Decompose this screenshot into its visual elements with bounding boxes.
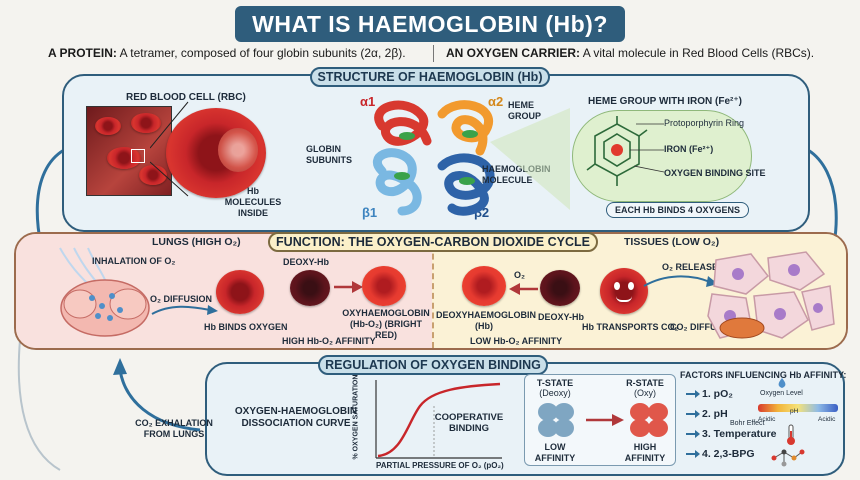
protoporphyrin-label: Protoporphyrin Ring <box>664 118 745 128</box>
heme-leader-lines <box>630 123 665 173</box>
t-state-label: T-STATE <box>536 378 574 388</box>
deoxy-hb-right-cell <box>540 270 580 306</box>
cooperative-label: COOPERATIVE BINDING <box>434 412 504 434</box>
tissues-title: TISSUES (LOW O₂) <box>624 236 720 248</box>
structure-header: STRUCTURE OF HAEMOGLOBIN (Hb) <box>310 67 550 87</box>
binds-4-badge: EACH Hb BINDS 4 OXYGENS <box>606 202 750 218</box>
co2-exhalation-label: CO₂ EXHALATION FROM LUNGS <box>135 418 213 439</box>
rbc-note: Hb MOLECULES INSIDE <box>224 186 282 218</box>
co2-diffusion-label: CO₂ DIFFUSION <box>670 322 739 332</box>
heme-group-label: HEME GROUP <box>508 100 542 121</box>
iron-label: IRON (Fe²⁺) <box>664 144 714 154</box>
globin-subunits-label: GLOBIN SUBUNITS <box>306 144 353 165</box>
protoporphyrin-ring-icon <box>586 116 648 186</box>
factor-bpg: 4. 2,3-BPG <box>702 448 755 460</box>
curve-title: OXYGEN-HAEMOGLOBIN DISSOCIATION CURVE <box>234 406 358 429</box>
protein-text: A tetramer, composed of four globin subu… <box>119 46 406 60</box>
inhalation-label: INHALATION OF O₂ <box>92 256 176 266</box>
thermometer-icon <box>787 424 795 445</box>
deoxyhaemoglobin-cell <box>462 266 506 306</box>
deoxy-hb-label: DEOXY-Hb <box>283 257 330 267</box>
hb-transports-label: Hb TRANSPORTS CO₂ <box>582 322 679 332</box>
high-affinity-label: HIGH Hb-O₂ AFFINITY <box>282 336 376 346</box>
high-affinity-state-label: HIGH AFFINITY <box>624 442 666 463</box>
carrier-label: AN OXYGEN CARRIER: <box>446 46 581 60</box>
factor-ph: 2. pH <box>702 408 728 420</box>
o2-release-label: O₂ RELEASE <box>662 262 719 272</box>
deoxygenation-arrow <box>509 283 538 295</box>
x-axis-label: PARTIAL PRESSURE OF O₂ (pO₂) <box>376 461 504 470</box>
oxygen-droplet-icon <box>778 378 786 388</box>
factor-temperature: 3. Temperature <box>702 428 777 440</box>
zoom-lines <box>150 101 189 197</box>
heme-iron-title: HEME GROUP WITH IRON (Fe²⁺) <box>588 96 742 107</box>
rbc-microscope-image <box>86 106 172 196</box>
bpg-molecule-icon <box>771 449 805 467</box>
acidic-right-label: Acidic <box>818 416 836 423</box>
protein-label: A PROTEIN: <box>48 46 117 60</box>
hb-binds-label: Hb BINDS OXYGEN <box>204 322 288 332</box>
deoxy-hb-right-label: DEOXY-Hb <box>538 312 585 322</box>
oxygen-level-label: Oxygen Level <box>760 390 803 397</box>
heme-zoom-cone <box>490 108 570 210</box>
alpha1-label: α1 <box>360 94 376 109</box>
dissociation-curve-chart <box>375 380 502 459</box>
oxy-hb-cell <box>362 266 406 306</box>
intro-divider <box>433 45 434 62</box>
regulation-header: REGULATION OF OXYGEN BINDING <box>318 355 548 375</box>
tissue-cells-illustration <box>707 251 835 339</box>
low-affinity-label: LOW Hb-O₂ AFFINITY <box>470 336 563 346</box>
hb-molecule-illustration <box>373 100 495 216</box>
heme-circle <box>572 110 752 202</box>
intro-carrier: AN OXYGEN CARRIER: A vital molecule in R… <box>446 46 814 60</box>
hb-molecules-cluster <box>218 128 258 172</box>
lungs-title: LUNGS (HIGH O₂) <box>152 236 241 248</box>
y-axis-label: % OXYGEN SATURATION <box>352 374 360 460</box>
hb-molecule-label: HAEMOGLOBIN MOLECULE <box>482 164 551 185</box>
factors-title: FACTORS INFLUENCING Hb AFFINITY: <box>680 370 847 380</box>
oxy-hb-label: OXYHAEMOGLOBIN (Hb-O₂) (BRIGHT RED) <box>342 308 430 340</box>
deoxy-hb-cell <box>290 270 330 306</box>
alpha2-label: α2 <box>488 94 504 109</box>
ph-label: pH <box>790 408 799 415</box>
factor-po2: 1. pO₂ <box>702 388 733 400</box>
binding-site-label: OXYGEN BINDING SITE <box>664 168 766 178</box>
r-state-label: R-STATE <box>626 378 664 388</box>
o2-diffusion-arrow <box>151 305 218 315</box>
alveoli-illustration <box>59 247 150 337</box>
t-sub-label: (Deoxy) <box>539 388 571 398</box>
ph-scale-bar <box>758 404 838 412</box>
o2-diffusion-label: O₂ DIFFUSION <box>150 294 212 304</box>
oxygenation-arrow <box>334 281 363 293</box>
factor-arrows <box>684 384 700 464</box>
t-r-transition <box>538 403 668 437</box>
page-title: WHAT IS HAEMOGLOBIN (Hb)? <box>235 6 625 42</box>
function-header: FUNCTION: THE OXYGEN-CARBON DIOXIDE CYCL… <box>268 232 598 252</box>
intro-protein: A PROTEIN: A tetramer, composed of four … <box>48 46 406 60</box>
r-sub-label: (Oxy) <box>634 388 656 398</box>
acidic-left-label: Acidic <box>758 416 776 423</box>
carrier-text: A vital molecule in Red Blood Cells (RBC… <box>582 46 815 60</box>
rbc-character <box>600 268 648 314</box>
bohr-effect-label: Bohr Effect <box>730 420 765 427</box>
rbc-binding-oxygen <box>216 270 264 314</box>
low-affinity-state-label: LOW AFFINITY <box>534 442 576 463</box>
o2-small-label: O₂ <box>514 270 525 280</box>
rbc-title: RED BLOOD CELL (RBC) <box>126 92 246 103</box>
beta1-label: β1 <box>362 205 378 220</box>
deoxy-full-label: DEOXYHAEMOGLOBIN (Hb) <box>436 310 537 331</box>
